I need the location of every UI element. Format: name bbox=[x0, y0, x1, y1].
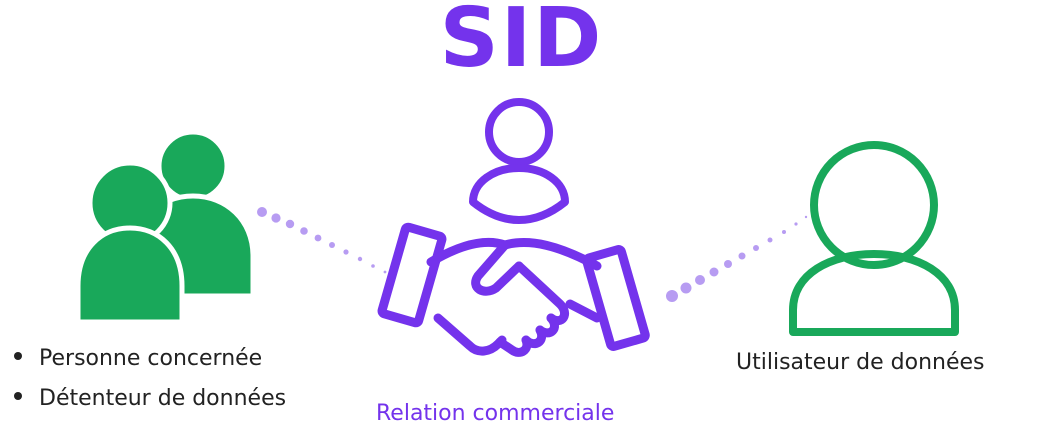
handshake-icon bbox=[377, 222, 650, 357]
right-entity-label: Utilisateur de données bbox=[736, 350, 985, 375]
list-item: Détenteur de données bbox=[14, 388, 286, 428]
person-outline-icon bbox=[469, 98, 569, 224]
group-people-icon bbox=[75, 129, 256, 325]
left-connector-dots bbox=[257, 207, 387, 274]
relation-label: Relation commerciale bbox=[376, 401, 615, 426]
person-outline-icon bbox=[789, 141, 959, 336]
list-item: Personne concernée bbox=[14, 348, 286, 388]
right-connector-dots bbox=[666, 215, 808, 302]
left-entity-roles: Personne concernée Détenteur de données bbox=[14, 348, 286, 428]
diagram-title: SID bbox=[439, 0, 604, 86]
